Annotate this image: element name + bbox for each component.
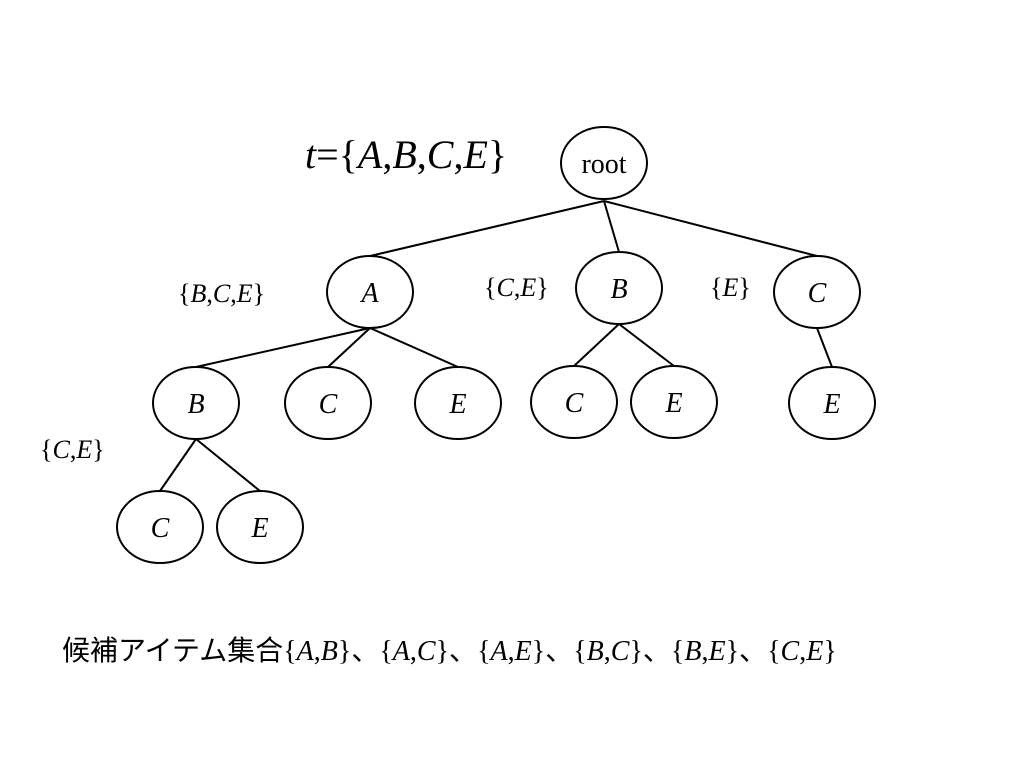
candidate-itemsets-caption: 候補アイテム集合{A,B}、{A,C}、{A,E}、{B,C}、{B,E}、{C… bbox=[62, 634, 837, 667]
node-label: E bbox=[448, 389, 466, 420]
tree-edge bbox=[816, 327, 833, 368]
node-label: A bbox=[359, 278, 379, 309]
tree-node-ae: E bbox=[414, 366, 502, 440]
transaction-title: t={A,B,C,E} bbox=[305, 132, 507, 177]
set-label-a: {B,C,E} bbox=[178, 279, 265, 308]
node-label: B bbox=[610, 274, 627, 305]
tree-node-root: root bbox=[560, 126, 648, 200]
tree-node-ac: C bbox=[284, 366, 372, 440]
set-label-c: {E} bbox=[710, 273, 751, 302]
node-label: C bbox=[808, 278, 827, 309]
tree-node-bc: C bbox=[530, 365, 618, 439]
caption-prefix: 候補アイテム集合 bbox=[62, 634, 283, 667]
caption-sets: {A,B}、{A,C}、{A,E}、{B,C}、{B,E}、{C,E} bbox=[283, 634, 837, 667]
node-ellipse bbox=[530, 365, 618, 439]
node-label: C bbox=[319, 389, 338, 420]
tree-node-c: C bbox=[773, 255, 861, 329]
node-label: root bbox=[581, 149, 626, 180]
remaining-item-sets: {B,C,E} {C,E} {E} {C,E} bbox=[40, 273, 751, 464]
node-ellipse bbox=[284, 366, 372, 440]
node-ellipse bbox=[560, 126, 648, 200]
tree-node-ce: E bbox=[788, 366, 876, 440]
node-label: E bbox=[664, 388, 682, 419]
tree-edge bbox=[573, 323, 620, 367]
node-ellipse bbox=[326, 255, 414, 329]
node-ellipse bbox=[152, 366, 240, 440]
tree-edge bbox=[369, 327, 459, 368]
tree-edges bbox=[159, 200, 833, 492]
tree-edge bbox=[195, 327, 371, 368]
tree-node-b: B bbox=[575, 251, 663, 325]
node-label: C bbox=[565, 388, 584, 419]
node-ellipse bbox=[414, 366, 502, 440]
tree-edge bbox=[603, 200, 620, 253]
tree-edge bbox=[618, 323, 675, 367]
node-ellipse bbox=[575, 251, 663, 325]
tree-edge bbox=[327, 327, 371, 368]
tree-node-a: A bbox=[326, 255, 414, 329]
node-ellipse bbox=[773, 255, 861, 329]
node-label: E bbox=[250, 513, 268, 544]
node-label: E bbox=[822, 389, 840, 420]
tree-edge bbox=[159, 438, 197, 492]
tree-node-abe: E bbox=[216, 490, 304, 564]
set-label-b: {C,E} bbox=[484, 273, 549, 302]
node-label: B bbox=[187, 389, 204, 420]
tree-edge bbox=[603, 200, 818, 257]
tree-edge bbox=[195, 438, 261, 492]
node-ellipse bbox=[116, 490, 204, 564]
set-label-ab: {C,E} bbox=[40, 435, 105, 464]
node-ellipse bbox=[216, 490, 304, 564]
node-label: C bbox=[151, 513, 170, 544]
tree-node-ab: B bbox=[152, 366, 240, 440]
tree-edge bbox=[369, 200, 605, 257]
tree-node-be: E bbox=[630, 365, 718, 439]
node-ellipse bbox=[788, 366, 876, 440]
tree-node-abc: C bbox=[116, 490, 204, 564]
node-ellipse bbox=[630, 365, 718, 439]
